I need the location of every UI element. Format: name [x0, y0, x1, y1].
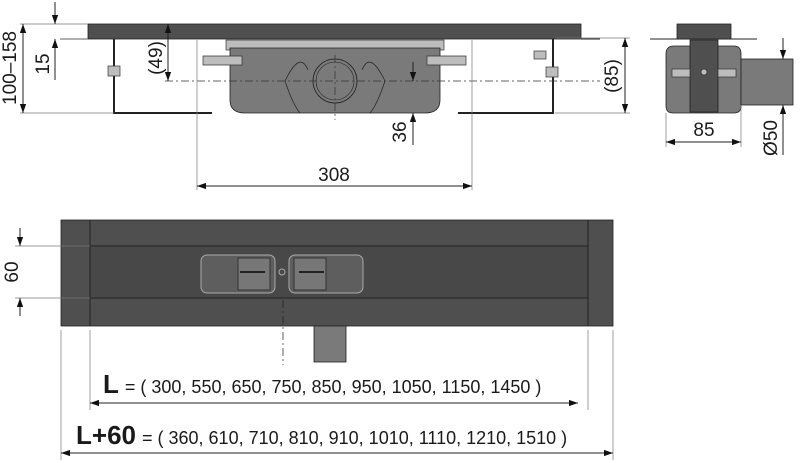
length-text: L = ( 300, 550, 650, 750, 850, 950, 1050,…	[103, 369, 541, 399]
outlet-top	[313, 325, 347, 363]
outlet-axis-label: (49)	[146, 41, 167, 75]
left-clip	[202, 55, 243, 66]
grate-plate	[87, 23, 582, 40]
left-clip-top	[200, 254, 276, 294]
right-clip	[426, 55, 467, 66]
total-length-text: L+60 = ( 360, 610, 710, 810, 910, 1010, 1…	[76, 420, 567, 450]
end-grate	[676, 23, 732, 40]
top-view: 60 L = ( 300, 550, 650, 750, 850, 950, 10…	[2, 219, 614, 460]
right-bracket-screws	[533, 50, 559, 78]
length-label: L	[103, 369, 119, 399]
length-values: = ( 300, 550, 650, 750, 850, 950, 1050, …	[125, 377, 542, 397]
total-length-label: L+60	[76, 420, 136, 450]
right-clip-top	[288, 254, 364, 294]
right-mounting-bracket	[458, 39, 554, 114]
outlet-pipe	[740, 58, 794, 106]
end-bracket	[689, 39, 719, 113]
side-view: 100–158 15 (49) 36 308 (85)	[0, 2, 630, 190]
slot-width-label: 60	[2, 261, 23, 282]
outlet-opening	[312, 58, 358, 104]
total-length-values: = ( 360, 610, 710, 810, 910, 1010, 1110,…	[142, 428, 567, 448]
end-view: 85 Ø50	[650, 23, 794, 156]
outlet-offset-label: 36	[390, 121, 411, 142]
body-ribs	[284, 61, 386, 114]
end-width-label: 85	[693, 120, 714, 141]
outlet-diameter-label: Ø50	[761, 120, 782, 156]
center-screw	[278, 268, 286, 276]
left-bracket-screw	[107, 65, 121, 77]
bracket-height-label: (85)	[602, 59, 623, 93]
grate-thickness-label: 15	[33, 53, 54, 74]
height-range-label: 100–158	[0, 31, 21, 105]
body-length-label: 308	[318, 165, 350, 186]
